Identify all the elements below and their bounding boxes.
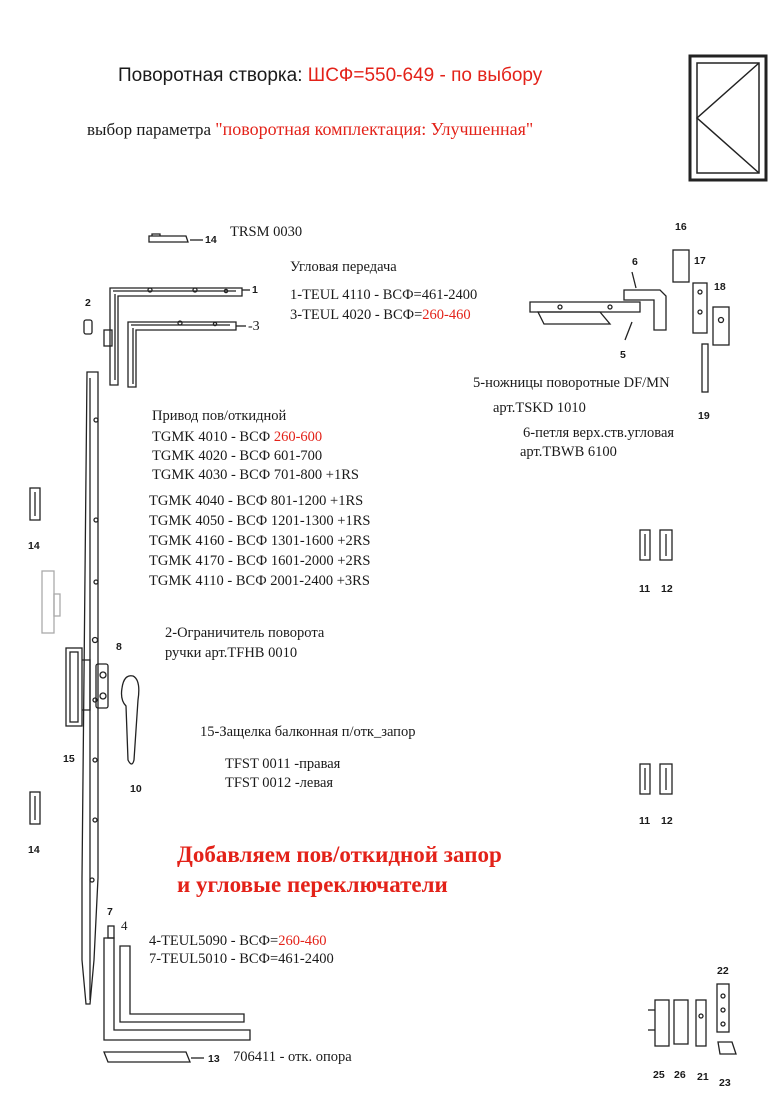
label-bottom-7: 7-TEUL5010 - ВСФ=461-2400 (149, 951, 334, 967)
part-21-hinge (695, 999, 707, 1047)
part-18-cover (712, 306, 730, 346)
part-14-top (148, 233, 189, 243)
num-4: 4 (121, 918, 128, 933)
label-hinge: 6-петля верх.ств.угловая (523, 425, 675, 441)
num-25: 25 (653, 1069, 665, 1081)
part-25-hinge (648, 999, 670, 1047)
label-latch: 15-Защелка балконная п/отк_запор (200, 724, 416, 740)
num-14-left-top: 14 (28, 540, 40, 552)
part-11-12-keeps-lower (639, 763, 673, 795)
part-3-corner-drive (127, 320, 246, 388)
num-18: 18 (714, 281, 726, 293)
label-drive-1-prefix: TGMK 4010 - ВСФ (152, 429, 274, 445)
label-drive-8: TGMK 4110 - ВСФ 2001-2400 +3RS (149, 573, 370, 589)
ghost-part (41, 570, 61, 634)
num-12-lower: 12 (661, 815, 673, 827)
label-scissors-art: арт.TSKD 1010 (493, 400, 586, 416)
label-corner-title: Угловая передача (290, 259, 397, 275)
part-26-cover (673, 999, 689, 1045)
num-8: 8 (116, 641, 122, 653)
header-subtitle-value: "поворотная комплектация: Улучшенная" (215, 119, 534, 139)
part-4-7-corner-drives (103, 925, 251, 1041)
label-drive-5: TGMK 4050 - ВСФ 1201-1300 +1RS (149, 513, 371, 529)
label-limiter-2: ручки арт.TFHB 0010 (165, 645, 298, 661)
label-drive-3: TGMK 4030 - ВСФ 701-800 +1RS (152, 467, 359, 483)
part-6-hinge (623, 271, 667, 331)
header-subtitle-label: выбор параметра (87, 120, 216, 139)
label-trsm: TRSM 0030 (230, 224, 303, 240)
num-6: 6 (632, 256, 638, 268)
header-title: Поворотная створка: ШСФ=550-649 - по выб… (118, 66, 542, 85)
window-icon (688, 54, 768, 182)
num-15: 15 (63, 753, 75, 765)
label-latch-right: TFST 0011 -правая (225, 756, 341, 772)
label-corner-3-prefix: 3-TEUL 4020 - ВСФ= (290, 307, 423, 323)
num-11-upper: 11 (639, 583, 651, 595)
label-hinge-art: арт.TBWB 6100 (520, 444, 617, 460)
num-7: 7 (107, 906, 113, 918)
num-2: 2 (85, 297, 91, 309)
label-drive-7: TGMK 4170 - ВСФ 1601-2000 +2RS (149, 553, 371, 569)
label-bottom-4-range: 260-460 (278, 933, 327, 949)
part-1-corner-drive (103, 287, 250, 386)
num-12-upper: 12 (661, 583, 673, 595)
part-17-hinge (692, 282, 708, 334)
num-1: 1 (252, 284, 258, 296)
header-title-value: ШСФ=550-649 - по выбору (307, 65, 543, 86)
num-26: 26 (674, 1069, 686, 1081)
part-19-pin (701, 343, 709, 393)
header-subtitle: выбор параметра "поворотная комплектация… (87, 120, 533, 138)
num-17: 17 (694, 255, 706, 267)
callout-add-1: Добавляем пов/откидной запор (177, 842, 502, 867)
num-14-left-bottom: 14 (28, 844, 40, 856)
num-21: 21 (697, 1071, 709, 1083)
label-corner-1: 1-TEUL 4110 - ВСФ=461-2400 (290, 287, 478, 303)
num-14-top: 14 (205, 234, 217, 246)
num-3: -3 (248, 319, 260, 334)
num-22: 22 (717, 965, 729, 977)
label-drive-title: Привод пов/откидной (152, 408, 287, 424)
num-10: 10 (130, 783, 142, 795)
num-13: 13 (208, 1053, 220, 1065)
label-bottom-4-prefix: 4-TEUL5090 - ВСФ= (149, 933, 279, 949)
num-16: 16 (675, 221, 687, 233)
label-drive-2: TGMK 4020 - ВСФ 601-700 (152, 448, 323, 464)
part-14-left-top (29, 487, 41, 521)
part-23-bracket (717, 1041, 737, 1055)
label-drive-4: TGMK 4040 - ВСФ 801-1200 +1RS (149, 493, 364, 509)
label-scissors: 5-ножницы поворотные DF/MN (473, 375, 670, 391)
label-corner-3: 3-TEUL 4020 - ВСФ=260-460 (290, 308, 471, 323)
part-11-12-keeps-upper (639, 529, 673, 561)
callout-add-2: и угловые переключатели (177, 872, 448, 897)
label-support: 706411 - отк. опора (233, 1049, 352, 1065)
label-limiter-1: 2-Ограничитель поворота (165, 625, 325, 641)
part-15-latch (65, 647, 91, 727)
label-latch-left: TFST 0012 -левая (225, 775, 334, 791)
num-5: 5 (620, 349, 626, 361)
label-drive-1-range: 260-600 (273, 429, 323, 445)
part-16-cover (672, 249, 690, 283)
part-13-support (103, 1051, 204, 1063)
part-5-scissors (529, 301, 641, 341)
handle-assembly (95, 663, 140, 765)
label-drive-1: TGMK 4010 - ВСФ 260-600 (152, 430, 322, 445)
label-drive-6: TGMK 4160 - ВСФ 1301-1600 +2RS (149, 533, 371, 549)
header-title-label: Поворотная створка: (118, 65, 308, 86)
label-bottom-4: 4-TEUL5090 - ВСФ=260-460 (149, 934, 327, 949)
part-22-plate (716, 983, 730, 1033)
num-11-lower: 11 (639, 815, 651, 827)
part-2-limiter (83, 319, 93, 335)
part-14-left-bottom (29, 791, 41, 825)
num-23: 23 (719, 1077, 731, 1089)
label-corner-3-range: 260-460 (422, 307, 471, 323)
num-19: 19 (698, 410, 710, 422)
